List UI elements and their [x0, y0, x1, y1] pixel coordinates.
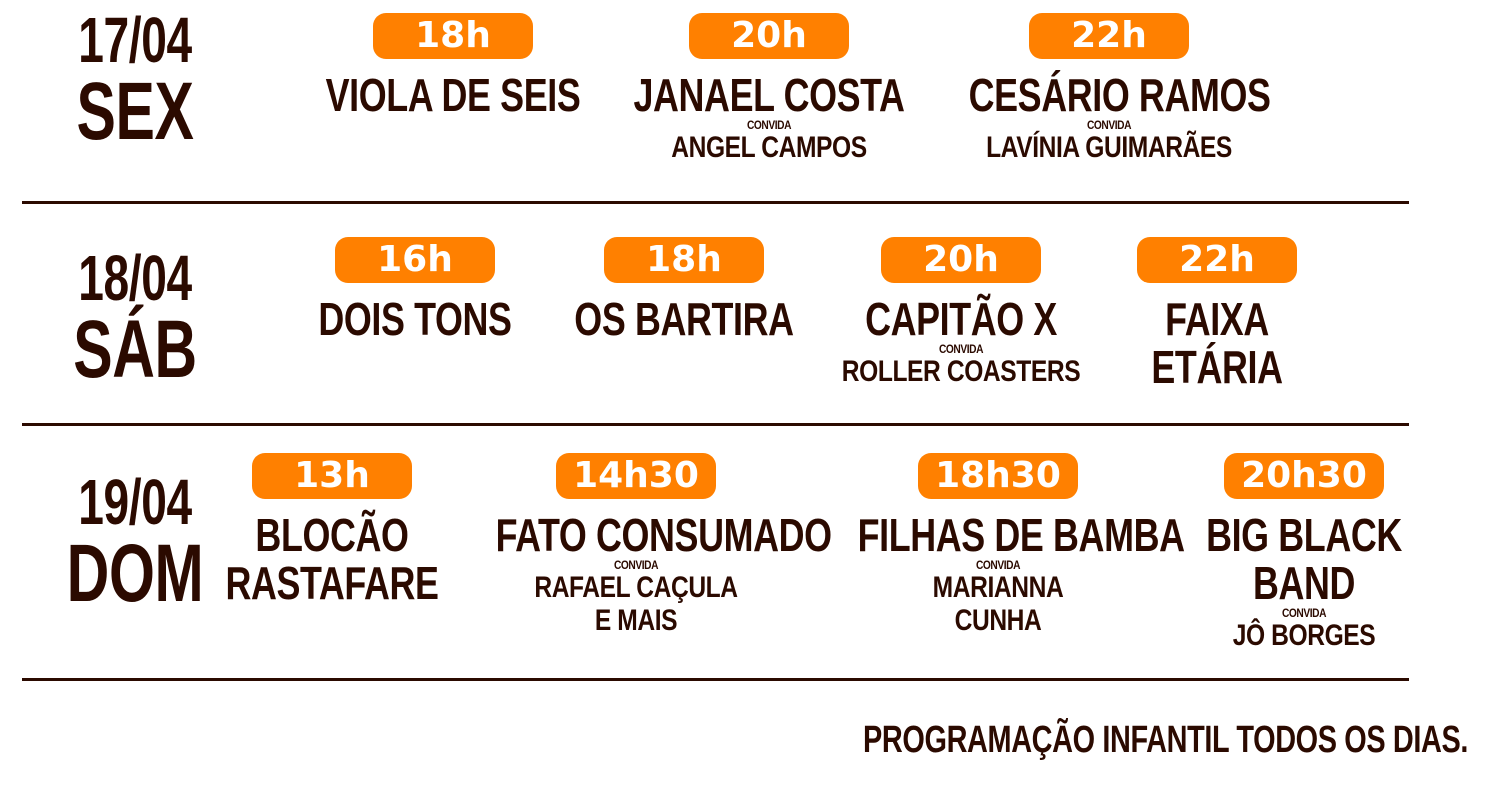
convida-label: CONVIDA [613, 558, 659, 572]
act-name: BAND [1252, 557, 1356, 609]
slot-day1-2: 20h JANAEL COSTA CONVIDA ANGEL CAMPOS [589, 13, 949, 164]
act-name: FILHAS DE BAMBA [857, 509, 1185, 561]
act-name: FAIXA [1165, 293, 1269, 345]
convida-label: CONVIDA [938, 342, 984, 356]
act-name: RASTAFARE [225, 557, 439, 609]
act-name: ETÁRIA [1151, 341, 1283, 393]
guest-name: MARIANNA [932, 571, 1064, 604]
guest-name: E MAIS [594, 604, 678, 637]
time-badge: 18h [604, 237, 764, 283]
time-badge: 20h [689, 13, 849, 59]
guest-name: ROLLER COASTERS [841, 355, 1081, 388]
day-date: 17/04 [78, 4, 192, 76]
convida-label: CONVIDA [746, 118, 792, 132]
guest-name: RAFAEL CAÇULA [534, 571, 738, 604]
act-name: DOIS TONS [318, 293, 512, 345]
slot-day2-4: 22h FAIXA ETÁRIA [1037, 237, 1397, 391]
time-badge: 16h [335, 237, 495, 283]
time-badge: 20h [881, 237, 1041, 283]
slot-day3-3: 18h30 FILHAS DE BAMBA CONVIDA MARIANNA C… [818, 453, 1185, 637]
guest-name: LAVÍNIA GUIMARÃES [986, 131, 1232, 164]
slot-day1-1: 18h VIOLA DE SEIS [273, 13, 633, 119]
slot-day1-3: 22h CESÁRIO RAMOS CONVIDA LAVÍNIA GUIMAR… [929, 13, 1289, 164]
time-badge: 14h30 [556, 453, 716, 499]
time-badge: 22h [1029, 13, 1189, 59]
time-badge: 22h [1137, 237, 1297, 283]
convida-label: CONVIDA [1281, 606, 1327, 620]
slot-day3-4: 20h30 BIG BLACK BAND CONVIDA JÔ BORGES [1124, 453, 1484, 652]
row-divider [22, 423, 1409, 426]
act-name: VIOLA DE SEIS [325, 69, 581, 121]
convida-label: CONVIDA [1086, 118, 1132, 132]
act-name: CESÁRIO RAMOS [968, 69, 1271, 121]
row-divider [22, 678, 1409, 681]
time-badge: 13h [252, 453, 412, 499]
act-name: FATO CONSUMADO [495, 509, 832, 561]
act-name: BLOCÃO [255, 509, 409, 561]
act-name: JANAEL COSTA [633, 69, 905, 121]
row-divider [22, 201, 1409, 204]
day-weekday: DOM [66, 528, 204, 619]
day-date: 19/04 [78, 466, 192, 538]
guest-name: JÔ BORGES [1232, 619, 1376, 652]
slot-day2-3: 20h CAPITÃO X CONVIDA ROLLER COASTERS [781, 237, 1141, 388]
guest-name: CUNHA [954, 604, 1042, 637]
slot-day3-1: 13h BLOCÃO RASTAFARE [152, 453, 512, 607]
act-name: CAPITÃO X [865, 293, 1057, 345]
day-date: 18/04 [78, 242, 192, 314]
act-name: BIG BLACK [1206, 509, 1402, 561]
time-badge: 20h30 [1224, 453, 1384, 499]
slot-day3-2: 14h30 FATO CONSUMADO CONVIDA RAFAEL CAÇU… [456, 453, 832, 637]
time-badge: 18h [373, 13, 533, 59]
slot-day2-1: 16h DOIS TONS [235, 237, 595, 343]
footer-note: PROGRAMAÇÃO INFANTIL TODOS OS DIAS. [863, 719, 1468, 761]
day-2-label: 18/04 SÁB [20, 242, 250, 395]
day-1-label: 17/04 SEX [20, 4, 250, 157]
act-name: OS BARTIRA [574, 293, 794, 345]
guest-name: ANGEL CAMPOS [671, 131, 867, 164]
day-weekday: SÁB [73, 304, 197, 395]
day-weekday: SEX [76, 66, 194, 157]
time-badge: 18h30 [918, 453, 1078, 499]
slot-day2-2: 18h OS BARTIRA [504, 237, 864, 343]
convida-label: CONVIDA [975, 558, 1021, 572]
day-3-label: 19/04 DOM [20, 466, 250, 619]
